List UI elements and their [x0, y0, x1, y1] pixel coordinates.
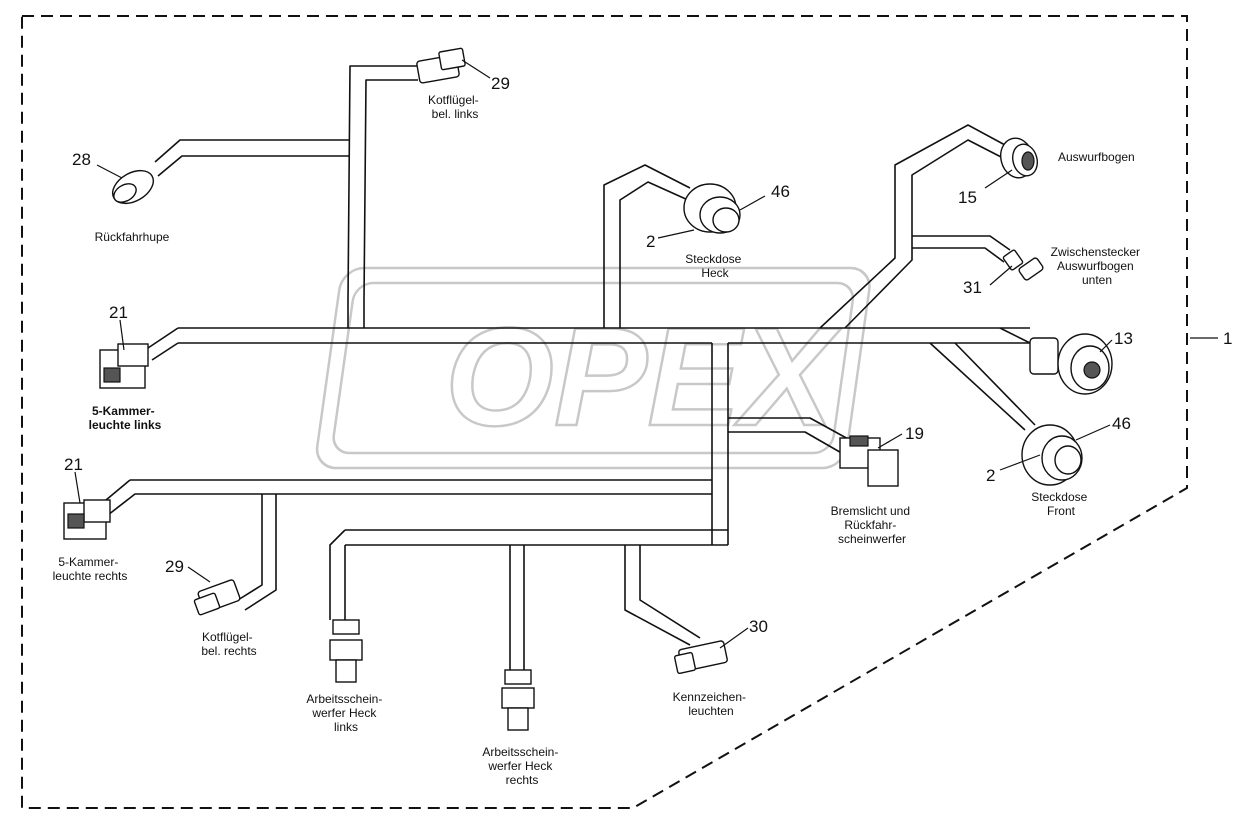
- callout-number: 21: [64, 455, 83, 474]
- label-line: Bremslicht und: [831, 504, 910, 518]
- label-line: 5-Kammer-: [92, 404, 155, 418]
- label-line: leuchten: [688, 704, 733, 718]
- label-line: leuchte rechts: [53, 569, 128, 583]
- label-line: bel. rechts: [201, 644, 256, 658]
- callout-number: 2: [646, 232, 655, 251]
- label-line: Kennzeichen-: [673, 690, 746, 704]
- connector-arbeitsscheinwerfer-rechts: [501, 669, 535, 731]
- connector-21-top: [99, 343, 149, 389]
- label-line: Kotflügel-: [202, 630, 253, 644]
- connector-15: [1000, 137, 1039, 179]
- label-line: Auswurfbogen: [1058, 150, 1135, 164]
- assembly-border: [21, 15, 1188, 809]
- svg-text:Rückfahrhupe: Rückfahrhupe: [95, 230, 170, 244]
- svg-text:Arbeitsschein- werfer He: Arbeitsschein- werfer Heck links: [306, 692, 385, 734]
- label-line: Zwischenstecker: [1051, 245, 1140, 259]
- label-line: werfer Heck: [487, 759, 553, 773]
- label-line: Kotflügel-: [428, 93, 479, 107]
- connector-29-top: [416, 47, 466, 84]
- connector-21-bottom: [63, 499, 111, 540]
- connector-arbeitsscheinwerfer-links: [329, 619, 363, 683]
- label-line: Arbeitsschein-: [306, 692, 382, 706]
- label-line: Steckdose: [685, 252, 741, 266]
- svg-text:Steckdose Heck: Steckdose Heck: [685, 252, 744, 280]
- callout-number: 21: [109, 303, 128, 322]
- label-line: Steckdose: [1031, 490, 1087, 504]
- callout-number: 46: [1112, 414, 1131, 433]
- connector-13: [1029, 333, 1113, 395]
- label-line: leuchte links: [89, 418, 162, 432]
- label-line: Heck: [701, 266, 729, 280]
- svg-text:Kotflügel- bel. rechts: Kotflügel- bel. rechts: [201, 630, 256, 658]
- label-line: 5-Kammer-: [58, 555, 118, 569]
- ref-number: 1: [1223, 329, 1232, 348]
- label-line: Arbeitsschein-: [482, 745, 558, 759]
- connector-30: [673, 640, 728, 675]
- connector-19: [839, 435, 899, 487]
- callout-number: 30: [749, 617, 768, 636]
- callout-numbers: 1 29 28 46 2 15 31 21 13 19 46 2 21 29 3…: [64, 74, 1232, 636]
- svg-text:Zwischenstecker Auswurfb: Zwischenstecker Auswurfbogen unten: [1051, 245, 1144, 287]
- callout-number: 29: [491, 74, 510, 93]
- svg-text:Auswurfbogen: Auswurfbogen: [1058, 150, 1135, 164]
- watermark-text: OPEX: [445, 298, 842, 455]
- label-line: scheinwerfer: [838, 532, 906, 546]
- callout-number: 2: [986, 466, 995, 485]
- connector-46-front: [1021, 424, 1083, 486]
- svg-text:Kennzeichen- leuchten: Kennzeichen- leuchten: [673, 690, 750, 718]
- svg-text:Bremslicht und Rückfahr-: Bremslicht und Rückfahr- scheinwerfer: [831, 504, 914, 546]
- callout-number: 15: [958, 188, 977, 207]
- connector-31: [1002, 249, 1044, 281]
- callout-number: 13: [1114, 329, 1133, 348]
- callout-labels: Kotflügel- bel. links Rückfahrhupe Steck…: [53, 93, 1144, 787]
- label-line: werfer Heck: [311, 706, 377, 720]
- callout-number: 29: [165, 557, 184, 576]
- connector-29-bottom: [193, 579, 241, 616]
- main-harness: [99, 65, 1036, 670]
- label-line: Rückfahrhupe: [95, 230, 170, 244]
- svg-text:5-Kammer- leuchte rechts: 5-Kammer- leuchte rechts: [53, 555, 128, 583]
- callout-number: 19: [905, 424, 924, 443]
- label-line: rechts: [506, 773, 539, 787]
- svg-text:Arbeitsschein- werfer He: Arbeitsschein- werfer Heck rechts: [482, 745, 561, 787]
- callout-number: 46: [771, 182, 790, 201]
- label-line: Rückfahr-: [844, 518, 896, 532]
- svg-text:Kotflügel- bel. links: Kotflügel- bel. links: [428, 93, 482, 121]
- label-line: unten: [1082, 273, 1112, 287]
- label-line: bel. links: [432, 107, 479, 121]
- label-line: Front: [1047, 504, 1076, 518]
- svg-text:5-Kammer- leuchte links: 5-Kammer- leuchte links: [89, 404, 162, 432]
- watermark: OPEX: [315, 266, 871, 470]
- svg-text:Steckdose Front: Steckdose Front: [1031, 490, 1090, 518]
- callout-number: 28: [72, 150, 91, 169]
- leader-lines: [74, 59, 1218, 649]
- connector-28-horn: [112, 169, 154, 205]
- label-line: links: [334, 720, 358, 734]
- label-line: Auswurfbogen: [1057, 259, 1134, 273]
- callout-number: 31: [963, 278, 982, 297]
- connector-46-heck: [683, 183, 741, 234]
